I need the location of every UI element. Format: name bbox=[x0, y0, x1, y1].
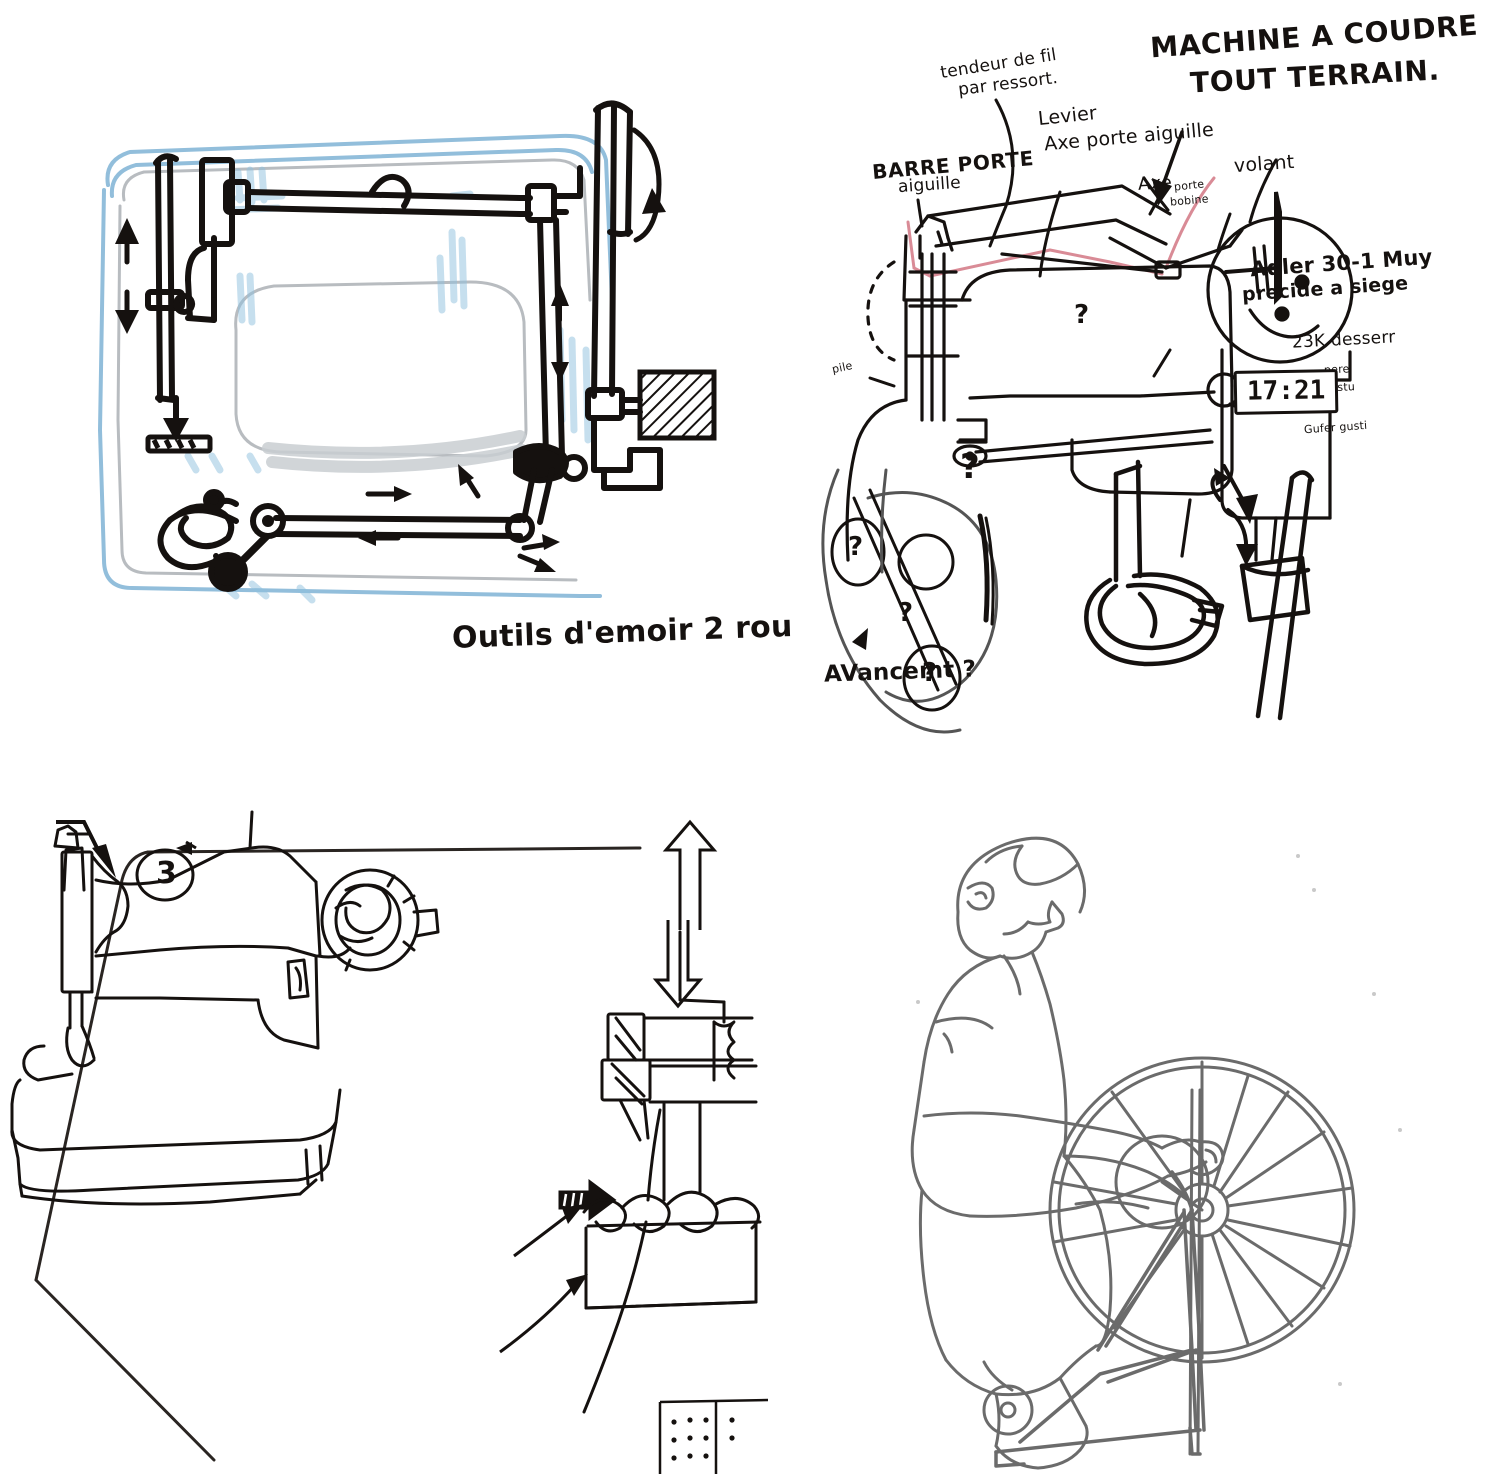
label-volant: volant bbox=[1233, 150, 1296, 178]
drive-disc bbox=[1114, 1134, 1210, 1230]
outline-up-arrow bbox=[662, 819, 718, 930]
table-edge-lines bbox=[34, 846, 642, 1462]
hatched-block bbox=[637, 369, 717, 441]
label-leader-lines bbox=[868, 98, 1278, 388]
support-rod bbox=[1239, 470, 1315, 721]
cyclist-head bbox=[956, 836, 1086, 960]
machine-setup-drawing bbox=[10, 810, 769, 1474]
cyclist-legs bbox=[918, 1154, 1113, 1470]
paper-specks bbox=[916, 854, 1402, 1386]
needle-plate bbox=[145, 434, 213, 454]
needle-detail-diagram bbox=[582, 930, 762, 1414]
belt-arrow bbox=[852, 628, 868, 650]
blue-pencil-body-outline bbox=[98, 133, 614, 598]
panel-annotated-machine: MACHINE A COUDRE TOUT TERRAIN. tendeur d… bbox=[810, 0, 1500, 737]
belt-bar bbox=[1188, 1088, 1202, 1456]
sewing-machine-body bbox=[10, 810, 352, 1206]
outline-down-arrow bbox=[652, 920, 704, 1009]
step-number-circle bbox=[135, 848, 195, 902]
label-axe: Axe bbox=[1137, 172, 1173, 195]
question-mark-4: ? bbox=[922, 658, 938, 688]
hand-wheel bbox=[320, 868, 440, 972]
pedal-crank bbox=[1084, 459, 1225, 667]
right-column-mount bbox=[585, 100, 663, 491]
panel-machine-setup: 3 chute laine mousse bbox=[0, 760, 790, 1474]
cyclist-drawing bbox=[910, 836, 1402, 1470]
motion-arrows bbox=[115, 127, 666, 572]
dotted-grid-panel bbox=[658, 1398, 769, 1474]
grid-dots bbox=[671, 1417, 735, 1461]
crank-pedal bbox=[982, 1360, 1034, 1436]
panel-thread-path: Outils d'emoir 2 rou bbox=[0, 0, 800, 737]
cyclist-torso bbox=[910, 950, 1068, 1218]
annotated-machine-drawing bbox=[821, 98, 1354, 734]
display-readout: 17:21 bbox=[1233, 369, 1339, 415]
flywheel bbox=[1048, 1056, 1356, 1364]
grey-pencil-shading-band bbox=[262, 430, 528, 473]
corner-arrow bbox=[56, 820, 116, 878]
lcd-bracket bbox=[1224, 191, 1282, 305]
question-mark-1: ? bbox=[960, 447, 980, 487]
belt-pulley-sketch bbox=[821, 468, 999, 734]
step-number-label: 3 bbox=[156, 856, 178, 891]
question-mark-5: ? bbox=[1074, 300, 1090, 330]
panel-cyclist bbox=[900, 790, 1500, 1474]
label-arrows bbox=[499, 1204, 588, 1354]
thread-path-drawing bbox=[98, 100, 717, 604]
question-mark-3: ? bbox=[898, 598, 914, 628]
ink-mechanism-linkage bbox=[145, 153, 588, 592]
question-mark-2: ? bbox=[848, 532, 864, 562]
label-avancement: AVancemt ? bbox=[823, 656, 977, 688]
top-right-arrow bbox=[176, 840, 197, 855]
